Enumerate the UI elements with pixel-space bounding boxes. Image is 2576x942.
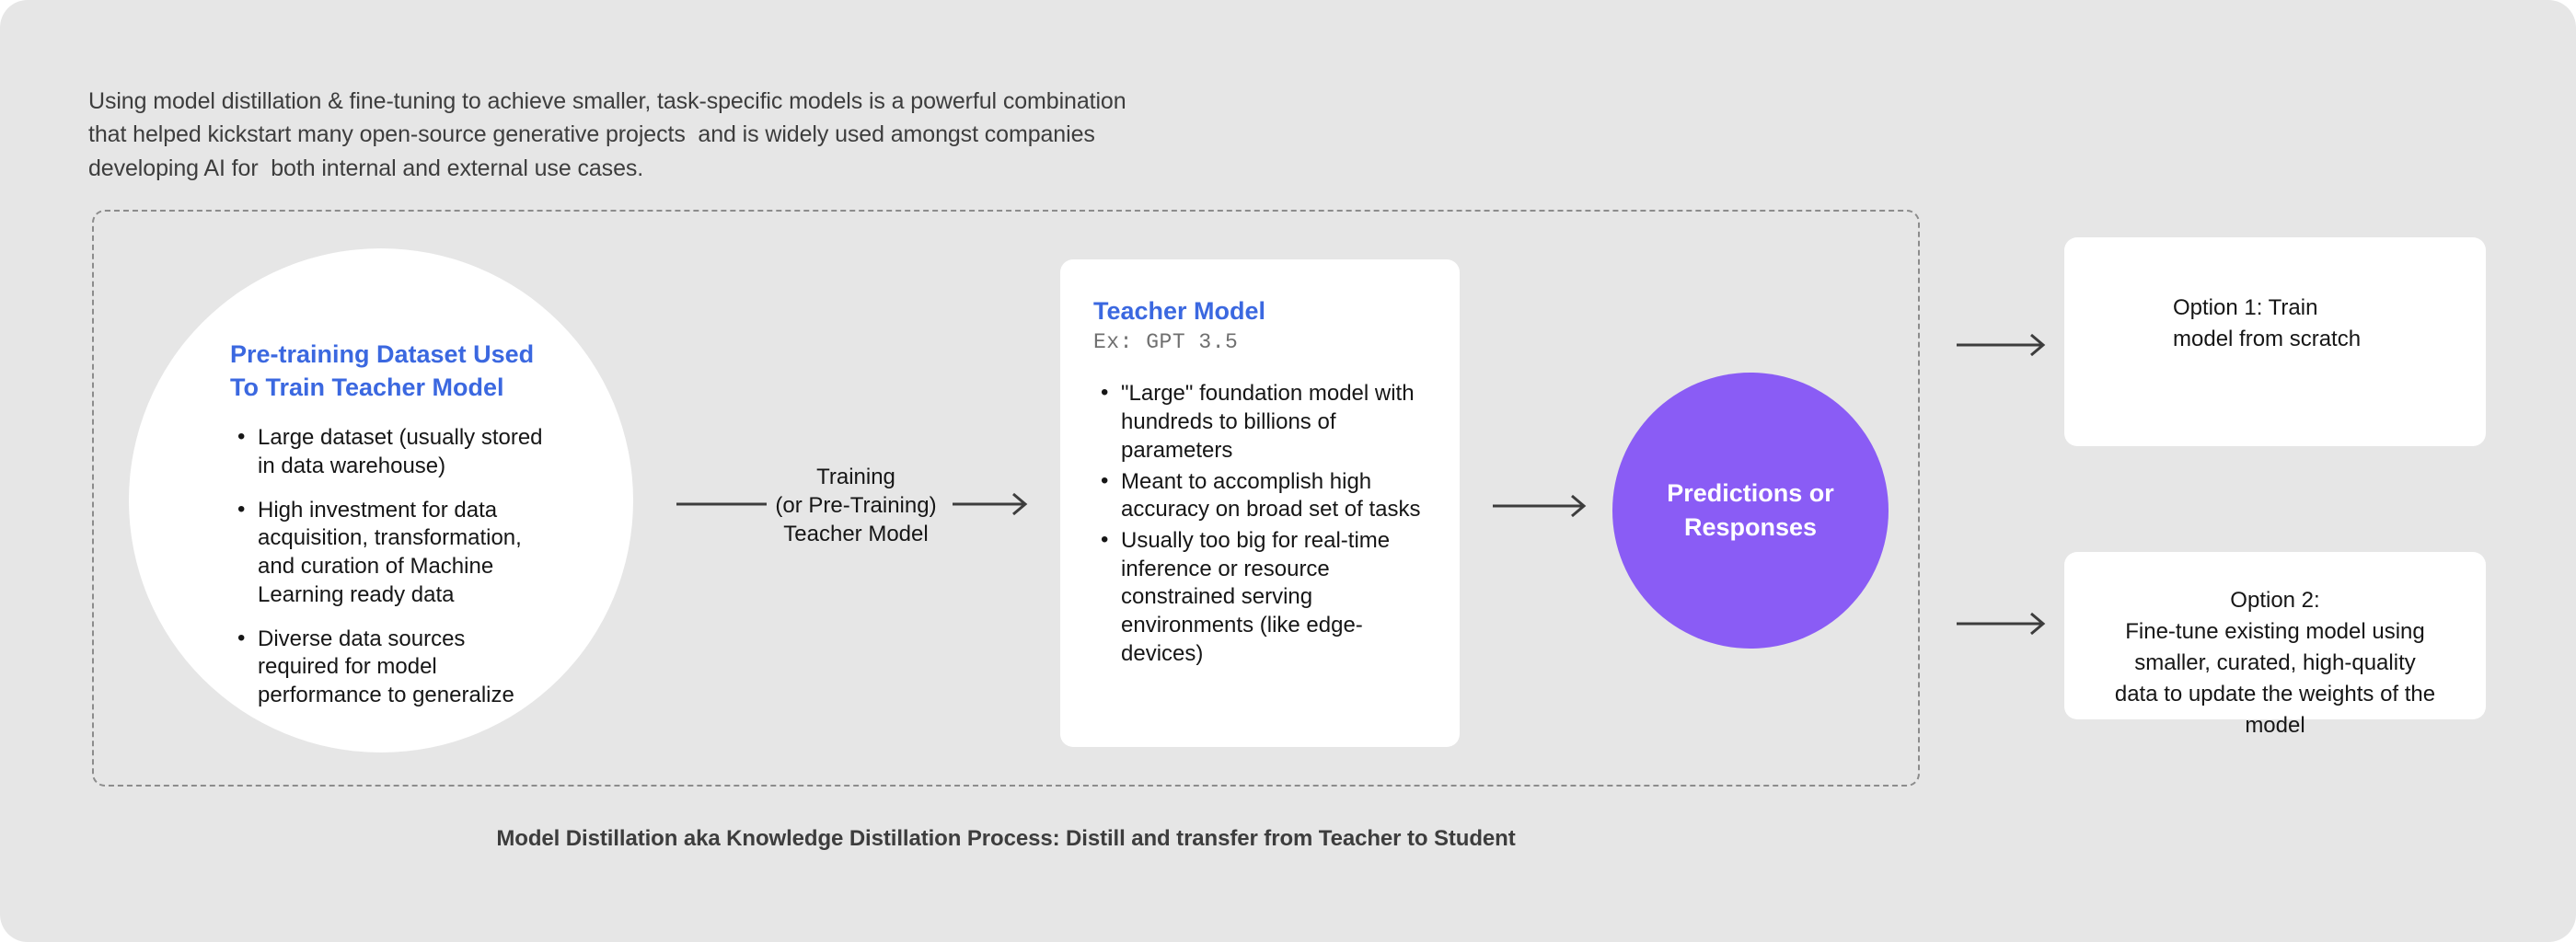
option-1-card: Option 1: Train model from scratch — [2064, 237, 2486, 446]
pretraining-dataset-title-line-1: Pre-training Dataset Used — [230, 340, 535, 368]
arrow-dataset-to-training — [676, 492, 768, 516]
pretraining-dataset-content: Pre-training Dataset Used To Train Teach… — [230, 339, 548, 710]
training-arrow-label: Training (or Pre-Training) Teacher Model — [764, 463, 948, 549]
arrow-teacher-to-predictions — [1493, 494, 1594, 518]
teacher-model-subtitle: Ex: GPT 3.5 — [1093, 330, 1239, 355]
option-2-line-4: data to update the weights of the — [2114, 682, 2436, 707]
arrow-to-option-2 — [1957, 612, 2053, 636]
pretraining-dataset-title-line-2: To Train Teacher Model — [230, 373, 504, 401]
list-item: "Large" foundation model with hundreds t… — [1101, 379, 1427, 465]
list-item: Meant to accomplish high accuracy on bro… — [1101, 467, 1427, 524]
predictions-or-responses-circle: Predictions or Responses — [1612, 373, 1889, 649]
option-1-line-1: Option 1: Train — [2173, 295, 2318, 320]
intro-line-2: that helped kickstart many open-source g… — [88, 121, 1095, 148]
option-2-line-2: Fine-tune existing model using — [2125, 619, 2425, 645]
list-item: Diverse data sources required for model … — [237, 625, 548, 710]
option-2-line-5: model — [2245, 713, 2305, 739]
option-2-text: Option 2: Fine-tune existing model using… — [2088, 585, 2462, 741]
teacher-model-bullets: "Large" foundation model with hundreds t… — [1093, 379, 1427, 669]
option-1-line-2: model from scratch — [2173, 327, 2362, 352]
predictions-line-1: Predictions or — [1667, 478, 1834, 507]
predictions-line-2: Responses — [1683, 513, 1818, 541]
pretraining-dataset-title: Pre-training Dataset Used To Train Teach… — [230, 339, 548, 404]
option-2-line-3: smaller, curated, high-quality — [2134, 650, 2416, 676]
distillation-process-container — [92, 210, 1920, 787]
teacher-model-title: Teacher Model — [1093, 297, 1266, 325]
intro-line-1: Using model distillation & fine-tuning t… — [88, 88, 1126, 114]
pretraining-dataset-bullets: Large dataset (usually stored in data wa… — [230, 423, 548, 710]
pretraining-dataset-circle: Pre-training Dataset Used To Train Teach… — [129, 248, 633, 752]
intro-paragraph: Using model distillation & fine-tuning t… — [88, 85, 1174, 185]
list-item: Usually too big for real-time inference … — [1101, 526, 1427, 669]
training-label-line-3: Teacher Model — [783, 522, 929, 547]
list-item: Large dataset (usually stored in data wa… — [237, 423, 548, 480]
list-item: High investment for data acquisition, tr… — [237, 496, 548, 610]
teacher-model-card: Teacher Model Ex: GPT 3.5 "Large" founda… — [1060, 259, 1460, 747]
option-1-text: Option 1: Train model from scratch — [2173, 293, 2486, 355]
training-label-line-1: Training — [816, 465, 895, 489]
option-2-card: Option 2: Fine-tune existing model using… — [2064, 552, 2486, 738]
arrow-to-option-1 — [1957, 333, 2053, 357]
arrow-training-to-teacher — [953, 492, 1034, 516]
intro-line-3: developing AI for both internal and exte… — [88, 155, 644, 181]
option-2-line-1: Option 2: — [2230, 588, 2320, 613]
training-label-line-2: (or Pre-Training) — [775, 493, 937, 519]
diagram-caption: Model Distillation aka Knowledge Distill… — [496, 826, 1516, 851]
predictions-circle-label: Predictions or Responses — [1646, 477, 1854, 546]
